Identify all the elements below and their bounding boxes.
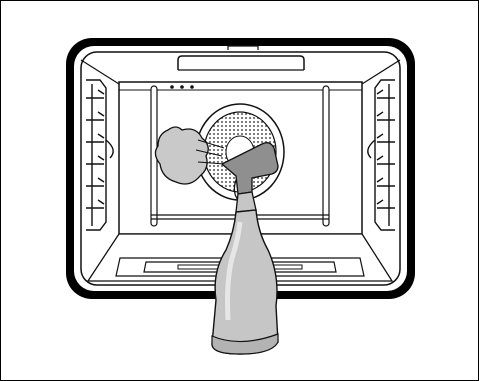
illustration-frame [0, 0, 479, 381]
